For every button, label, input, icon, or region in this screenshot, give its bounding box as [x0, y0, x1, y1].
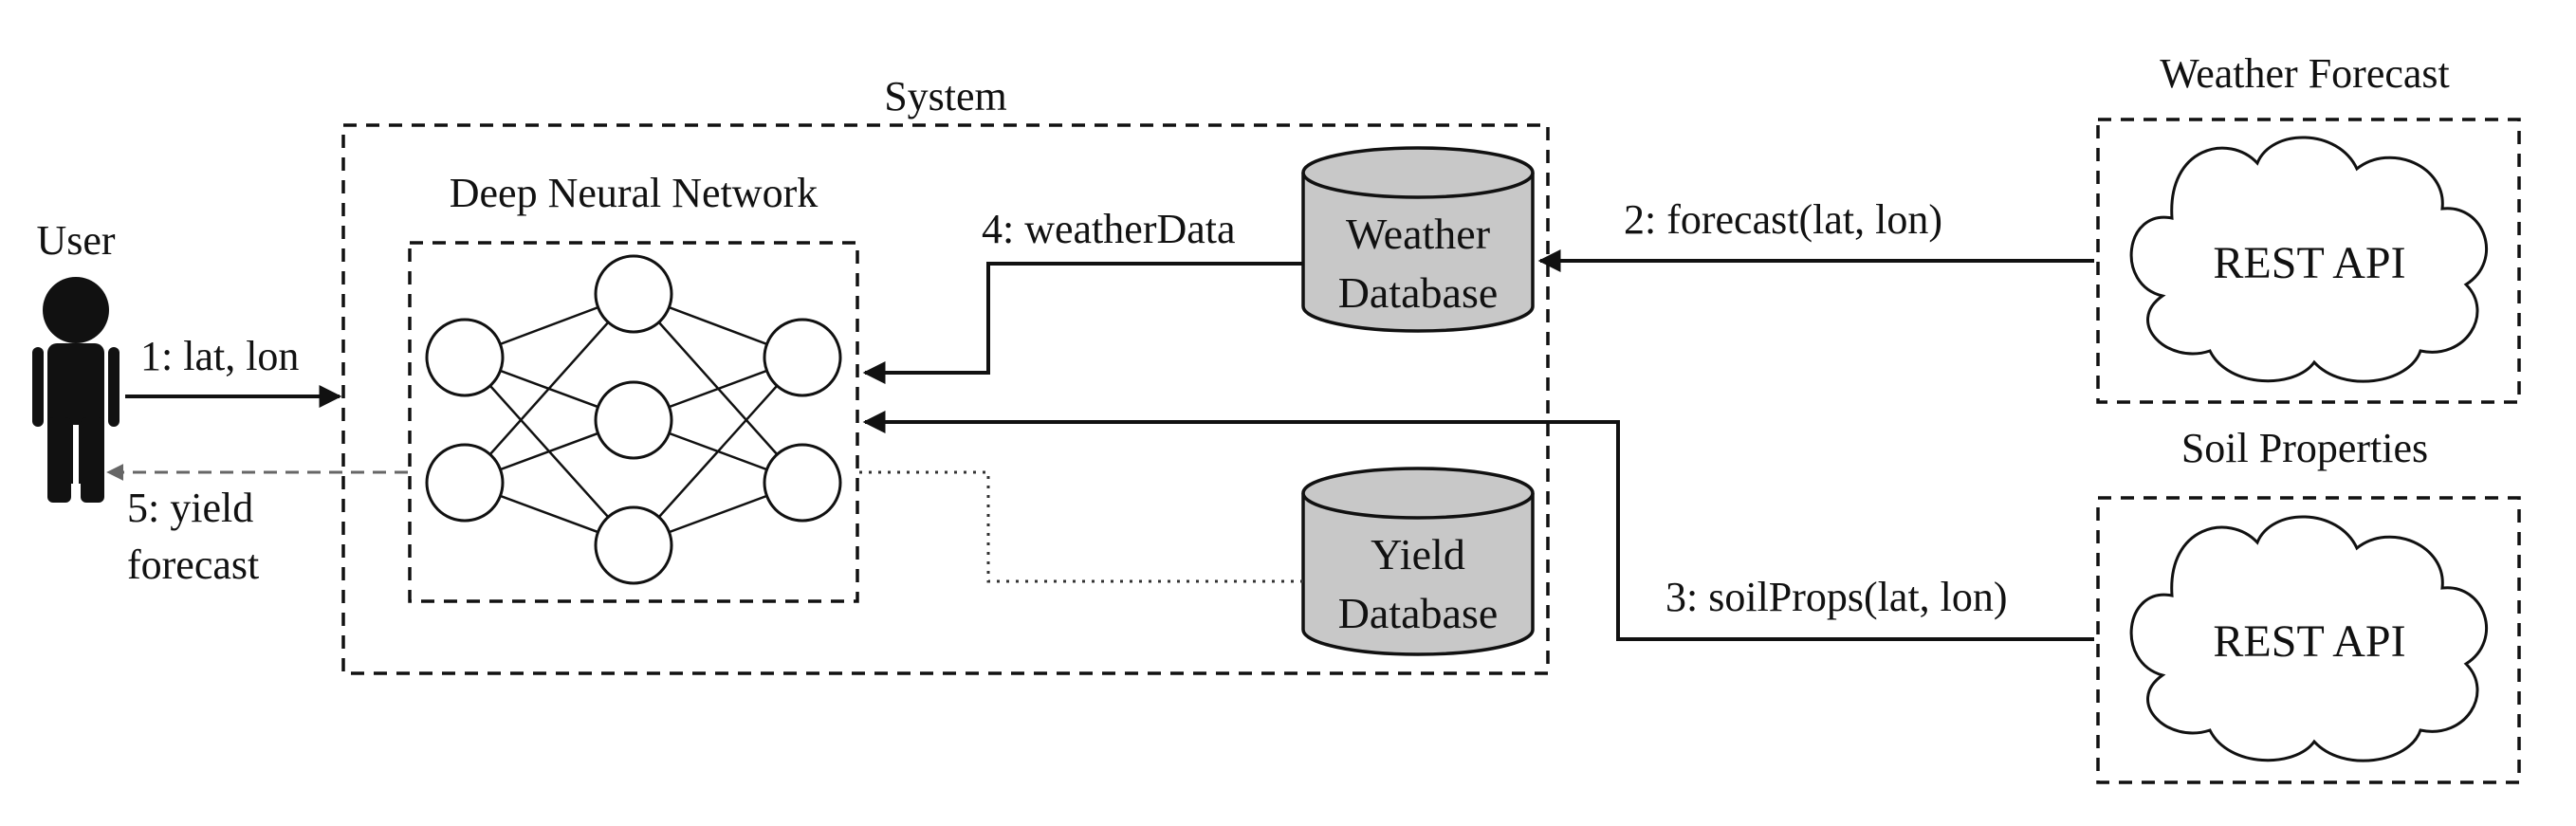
weather-database: [1301, 146, 1535, 333]
yield-db-line1: Yield: [1371, 530, 1465, 578]
nn-node: [425, 443, 505, 523]
weather-forecast-box: [2096, 118, 2521, 404]
nn-node: [763, 318, 842, 397]
arrow-soil-props: [862, 411, 2094, 641]
nn-node: [594, 254, 673, 334]
msg-lat-lon: 1: lat, lon: [140, 333, 299, 379]
weather-db-line1: Weather: [1346, 210, 1490, 258]
arrow-weather-data: [862, 262, 1303, 384]
msg-weather-data: 4: weatherData: [982, 206, 1236, 252]
msg-soil-props: 3: soilProps(lat, lon): [1665, 574, 2008, 620]
user-label: User: [36, 217, 115, 264]
msg-forecast: 2: forecast(lat, lon): [1624, 196, 1942, 243]
soil-properties-label: Soil Properties: [2181, 425, 2428, 471]
weather-forecast-label: Weather Forecast: [2160, 50, 2450, 97]
nn-node: [594, 505, 673, 585]
user-icon: [32, 277, 120, 503]
yield-db-line2: Database: [1338, 589, 1499, 637]
soil-properties-box: [2096, 496, 2521, 784]
weather-rest-api-label: REST API: [2213, 238, 2405, 288]
dnn-label: Deep Neural Network: [450, 170, 819, 216]
system-label: System: [884, 73, 1007, 119]
cloud-icon: [2129, 515, 2489, 762]
msg-yield-line2: forecast: [127, 541, 259, 588]
yield-database: [1301, 467, 1535, 656]
nn-node: [425, 318, 505, 397]
msg-yield-line1: 5: yield: [127, 485, 253, 531]
weather-db-line2: Database: [1338, 268, 1499, 317]
dnn-box: [408, 241, 859, 603]
neural-network-icon: [425, 254, 842, 585]
nn-node: [594, 380, 673, 460]
link-yield-db: [859, 470, 1303, 583]
cloud-icon: [2129, 136, 2489, 383]
system-boundary: [341, 123, 1550, 675]
soil-rest-api-label: REST API: [2213, 616, 2405, 667]
nn-node: [763, 443, 842, 523]
